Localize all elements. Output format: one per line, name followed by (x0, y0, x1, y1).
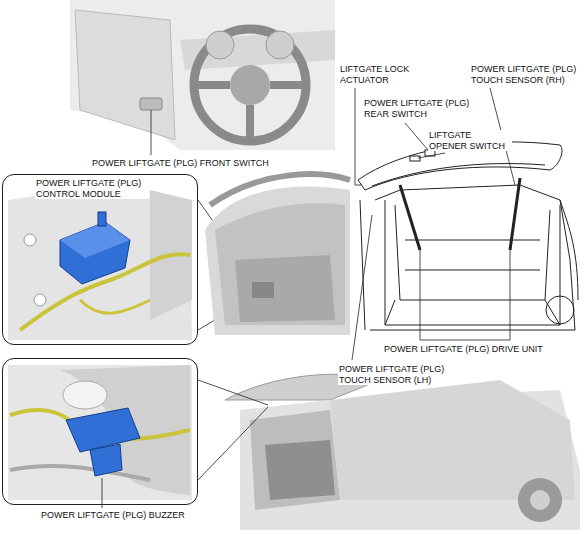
part-label: POWER LIFTGATE (PLG) FRONT SWITCH (91, 158, 270, 169)
cargo-area-illustration (205, 174, 350, 335)
part-label: POWER LIFTGATE (PLG) TOUCH SENSOR (RH) (470, 64, 580, 85)
part-label: POWER LIFTGATE (PLG) DRIVE UNIT (383, 344, 544, 355)
dashboard-illustration (70, 0, 335, 155)
inset-frame: POWER LIFTGATE (PLG) CONTROL MODULE (2, 174, 198, 345)
leader-lines (352, 88, 515, 360)
part-label: LIFTGATE OPENER SWITCH (428, 130, 512, 151)
part-label: POWER LIFTGATE (PLG) TOUCH SENSOR (LH) (338, 364, 448, 385)
part-label: LIFTGATE LOCK ACTUATOR (339, 64, 413, 85)
vehicle-open-liftgate-illustration (198, 374, 580, 530)
buzzer-inset-art (8, 365, 192, 508)
part-label: POWER LIFTGATE (PLG) REAR SWITCH (363, 98, 473, 119)
part-label: POWER LIFTGATE (PLG) BUZZER (40, 510, 186, 521)
inset-border (2, 358, 198, 505)
inset-frame: POWER LIFTGATE (PLG) BUZZER (2, 358, 198, 530)
part-label: POWER LIFTGATE (PLG) CONTROL MODULE (35, 178, 149, 199)
vehicle-rear-illustration (358, 142, 578, 330)
inset-border (2, 174, 198, 345)
